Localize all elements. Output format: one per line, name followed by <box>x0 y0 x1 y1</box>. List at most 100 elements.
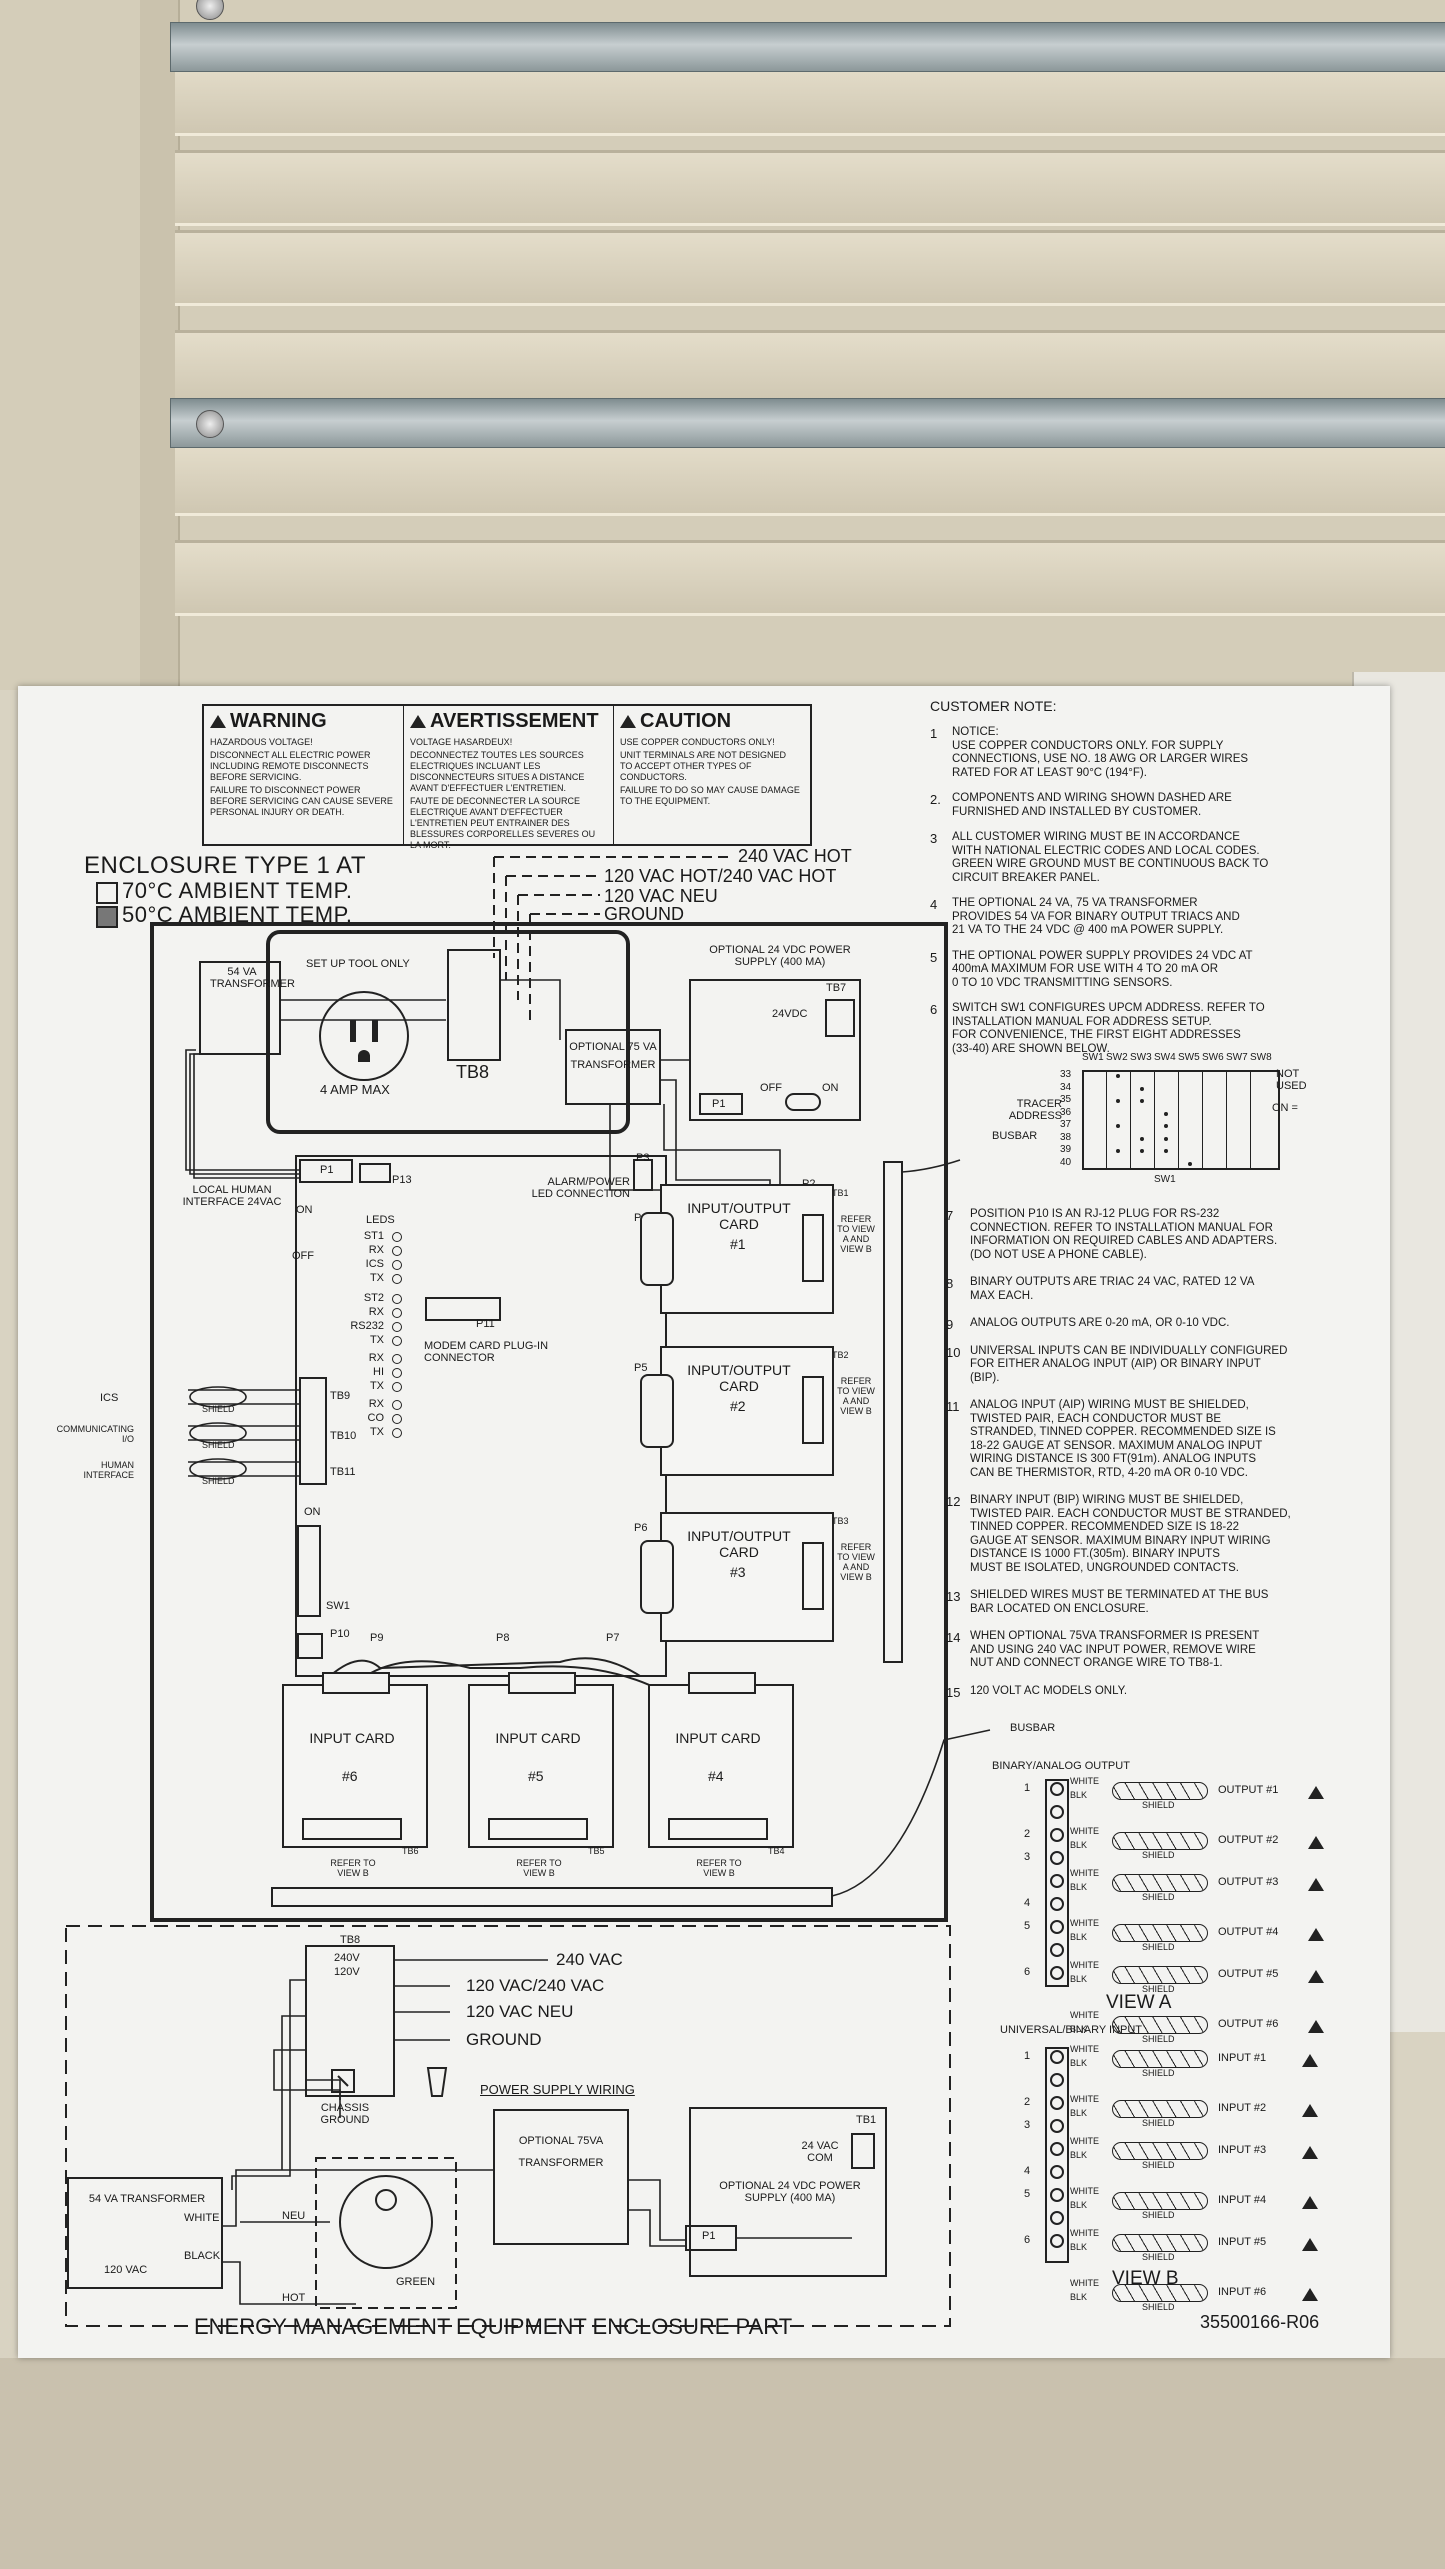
cabinet-louvers <box>0 0 1445 690</box>
warning-title: WARNING <box>230 710 327 732</box>
shield-label: SHIELD <box>1142 1800 1175 1810</box>
shield-label: SHIELD <box>202 1404 235 1414</box>
terminal-screw <box>1050 1920 1064 1934</box>
24vdc-label: 24VDC <box>772 1008 808 1020</box>
metal-rail <box>170 22 1445 72</box>
io-label: OUTPUT #3 <box>1218 1876 1279 1888</box>
led-indicator <box>392 1274 402 1284</box>
terminal-screw <box>1050 2188 1064 2202</box>
led-indicator <box>392 1246 402 1256</box>
terminal-number: 2 <box>1024 1828 1031 1840</box>
24vac-com-label: 24 VAC COM <box>801 2140 839 2164</box>
io-card-refer: REFER TO VIEW A AND VIEW B <box>837 1214 875 1254</box>
card-terminal <box>668 1818 768 1840</box>
note-number: 3 <box>930 831 938 846</box>
shield-label: SHIELD <box>1142 1984 1175 1994</box>
view-a-title: VIEW A <box>1106 1992 1172 2013</box>
p6-label: P6 <box>634 1522 648 1534</box>
input-card-number: #6 <box>342 1768 358 1784</box>
pw-120-240vac: 120 VAC/240 VAC <box>466 1976 605 1995</box>
wire-white-label: WHITE <box>1070 2044 1099 2054</box>
terminal-number: 1 <box>1024 1782 1031 1794</box>
led-indicator <box>392 1400 402 1410</box>
address-row-label: 36 <box>1060 1106 1072 1118</box>
note-triangle-icon <box>1308 1928 1324 1941</box>
power-supply-wiring-title: POWER SUPPLY WIRING <box>480 2082 635 2097</box>
wire-white-label: WHITE <box>1070 2094 1099 2104</box>
tracer-address-label: TRACER ADDRESS <box>1008 1098 1062 1122</box>
warning-box: WARNING HAZARDOUS VOLTAGE! DISCONNECT AL… <box>202 704 812 850</box>
120v-label: 120V <box>334 1966 360 1978</box>
avert-text: FAUTE DE DECONNECTER LA SOURCE ELECTRIQU… <box>410 796 596 850</box>
wire-white-label: WHITE <box>1070 1868 1099 1878</box>
checkbox-50 <box>96 906 118 928</box>
part-number: 35500166-R06 <box>1200 2312 1320 2332</box>
enclosure-type: ENCLOSURE TYPE 1 AT <box>84 852 367 879</box>
input-card-number: #4 <box>708 1768 724 1784</box>
switch-dot <box>1116 1149 1120 1153</box>
bottom-title: ENERGY MANAGEMENT EQUIPMENT ENCLOSURE PA… <box>194 2314 793 2339</box>
p1-label: P1 <box>712 1098 726 1110</box>
io-label: OUTPUT #5 <box>1218 1968 1279 1980</box>
terminal-screw <box>1050 1966 1064 1980</box>
wire-blk-label: BLK <box>1070 1932 1088 1942</box>
terminal-screw <box>1050 1851 1064 1865</box>
tb9-label: TB9 <box>330 1390 351 1402</box>
led-indicator <box>392 1232 402 1242</box>
p5-label: P5 <box>634 1362 648 1374</box>
note-number: 12 <box>946 1494 961 1509</box>
led-indicator <box>392 1368 402 1378</box>
led-label: RX <box>368 1352 384 1364</box>
sw1-on-label: ON <box>304 1506 321 1518</box>
wire-white-label: WHITE <box>1070 2010 1099 2020</box>
grid-line <box>1226 1070 1227 1170</box>
led-label: HI <box>373 1366 384 1378</box>
input-card <box>282 1684 428 1848</box>
led-label: TX <box>369 1334 384 1346</box>
note-triangle-icon <box>1302 2146 1318 2159</box>
wire-white-label: WHITE <box>1070 2136 1099 2146</box>
io-card-refer: REFER TO VIEW A AND VIEW B <box>837 1376 875 1416</box>
view-b-heading: UNIVERSAL/BINARY INPUT <box>1000 2024 1143 2036</box>
io-label: INPUT #5 <box>1218 2236 1267 2248</box>
on-label: ON <box>822 1082 839 1094</box>
terminal-screw <box>1050 1828 1064 1842</box>
led-label: RX <box>368 1306 384 1318</box>
avert-sub: VOLTAGE HASARDEUX! <box>410 737 513 747</box>
grid-line <box>1130 1070 1131 1170</box>
led-indicator <box>392 1354 402 1364</box>
twisted-pair <box>1112 2100 1208 2118</box>
led-label: TX <box>369 1426 384 1438</box>
pw-ground: GROUND <box>466 2030 542 2049</box>
optional-75va-label: OPTIONAL 75 VA TRANSFORMER <box>569 1041 657 1071</box>
warning-sub: HAZARDOUS VOLTAGE! <box>210 737 313 747</box>
shield-label: SHIELD <box>1142 2034 1175 2044</box>
tb8-lower-label: TB8 <box>340 1934 361 1946</box>
p8-label: P8 <box>496 1632 510 1644</box>
green-label: GREEN <box>396 2276 436 2288</box>
bolt <box>196 410 224 438</box>
address-header: SW4 <box>1154 1052 1176 1063</box>
note-number: 4 <box>930 897 938 912</box>
hot-label: HOT <box>282 2292 306 2304</box>
input-card-refer: REFER TO VIEW B <box>516 1858 562 1878</box>
tb7-label: TB7 <box>826 982 847 994</box>
led-indicator <box>392 1336 402 1346</box>
twisted-pair <box>1112 1874 1208 1892</box>
terminal-screw <box>1050 2119 1064 2133</box>
metal-rail <box>170 398 1445 448</box>
twisted-pair <box>1112 1832 1208 1850</box>
view-a-heading: BINARY/ANALOG OUTPUT <box>992 1760 1130 1772</box>
caution-text: USE COPPER CONDUCTORS ONLY! <box>620 737 775 747</box>
note-number: 1 <box>930 726 938 741</box>
alarm-label: ALARM/POWER LED CONNECTION <box>531 1176 630 1200</box>
optional-ps-label: OPTIONAL 24 VDC POWER SUPPLY (400 MA) <box>709 944 851 968</box>
modem-label: MODEM CARD PLUG-IN CONNECTOR <box>424 1340 549 1364</box>
io-card-name: INPUT/OUTPUT CARD <box>687 1528 791 1560</box>
caution-column: CAUTION USE COPPER CONDUCTORS ONLY! UNIT… <box>614 706 806 844</box>
busbar-label: BUSBAR <box>992 1130 1038 1142</box>
led-indicator <box>392 1382 402 1392</box>
twisted-pair <box>1112 1924 1208 1942</box>
human-interface-label: HUMAN INTERFACE <box>83 1460 134 1480</box>
avertissement-column: AVERTISSEMENT VOLTAGE HASARDEUX! DECONNE… <box>404 706 614 850</box>
